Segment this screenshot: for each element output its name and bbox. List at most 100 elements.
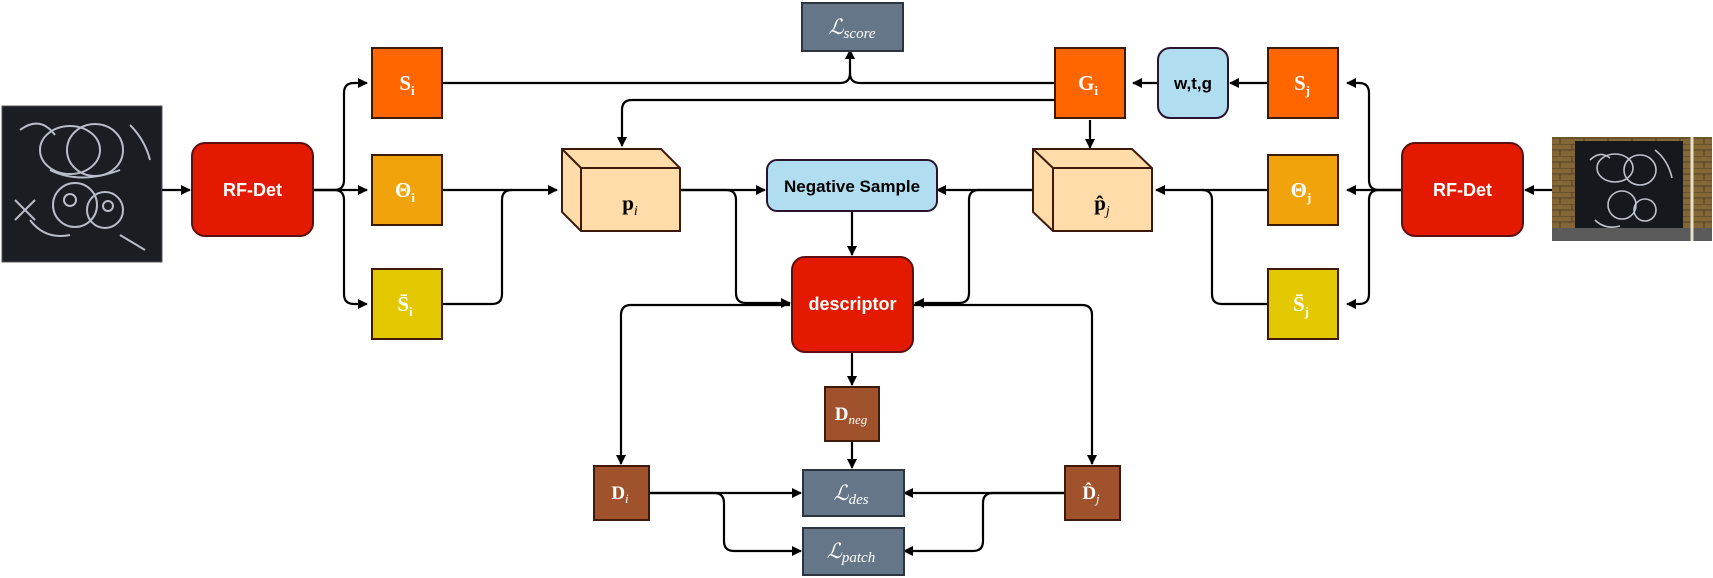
l-patch-box (802, 527, 905, 576)
edge-rfdet-to-sbar-j (1346, 188, 1402, 309)
descriptor-node: descriptor (791, 256, 914, 353)
negative-sample-box (766, 159, 938, 212)
theta-i-base: Θ (395, 178, 411, 202)
g-i-box (1054, 47, 1126, 119)
sbar-i-node: S̄i (371, 268, 443, 340)
rfdet-left-label: RF-Det (223, 180, 282, 200)
phat-j-node: p̂j (1032, 148, 1153, 232)
edge-descriptor-to-dhat-j (914, 303, 1097, 465)
edge-dhat-j-to-l-patch (903, 491, 1065, 556)
sbar-i-box (371, 268, 443, 340)
descriptor-box (791, 256, 914, 353)
d-i-sub: i (625, 491, 629, 506)
svg-text:pi: pi (622, 191, 638, 219)
dhat-j-base: D̂ (1082, 483, 1096, 504)
negative-sample-label: Negative Sample (784, 177, 920, 196)
sbar-j-box (1267, 268, 1339, 340)
right-input-image (1552, 137, 1712, 241)
d-i-node: Di (593, 465, 650, 521)
s-j-node: Sj (1267, 47, 1339, 119)
phat-j-base: p̂ (1094, 191, 1106, 215)
d-neg-base: D (835, 404, 849, 425)
s-i-node: Si (371, 47, 443, 119)
d-neg-box (824, 386, 880, 442)
phat-j-box (1032, 148, 1153, 232)
sbar-j-node: S̄j (1267, 268, 1339, 340)
s-i-base: S (399, 71, 411, 95)
phat-j-sub: j (1104, 204, 1110, 219)
d-neg-sub: neg (848, 412, 867, 427)
svg-text:ℒscore: ℒscore (828, 15, 875, 42)
rfdet-right-box (1401, 142, 1524, 237)
theta-j-node: Θj (1267, 154, 1339, 226)
edge-d-i-to-l-patch (650, 491, 802, 556)
s-j-sub: j (1305, 83, 1310, 98)
left-input-image (1, 105, 163, 263)
edge-g-i-to-p-i (617, 98, 1055, 147)
theta-i-box (371, 154, 443, 226)
sbar-j-sub: j (1304, 304, 1309, 319)
l-patch-sub: patch (841, 550, 875, 566)
dhat-j-node: D̂j (1064, 465, 1121, 521)
s-j-box (1267, 47, 1339, 119)
svg-text:Sj: Sj (1294, 71, 1310, 98)
negative-sample-node: Negative Sample (766, 159, 938, 212)
svg-text:Gi: Gi (1078, 71, 1098, 98)
g-i-node: Gi (1054, 47, 1126, 119)
g-i-sub: i (1094, 83, 1098, 98)
edge-rfdet-to-s-j (1346, 78, 1402, 192)
l-des-box (802, 469, 905, 517)
sbar-i-sub: i (409, 304, 413, 319)
s-i-sub: i (411, 83, 415, 98)
dhat-j-box (1064, 465, 1121, 521)
d-neg-node: Dneg (824, 386, 880, 442)
descriptor-label: descriptor (808, 294, 896, 314)
rfdet-left-node: RF-Det (191, 142, 314, 237)
s-i-box (371, 47, 443, 119)
theta-j-box (1267, 154, 1339, 226)
svg-text:Dneg: Dneg (835, 404, 868, 427)
dhat-j-sub: j (1094, 491, 1100, 506)
wtg-node: w,t,g (1157, 47, 1229, 119)
p-i-node: pi (561, 148, 681, 232)
theta-j-sub: j (1306, 190, 1311, 205)
svg-text:ℒdes: ℒdes (833, 481, 868, 508)
theta-i-sub: i (411, 190, 415, 205)
svg-text:S̄i: S̄i (397, 292, 413, 319)
l-des-base: ℒ (833, 481, 849, 505)
wtg-label: w,t,g (1173, 74, 1212, 93)
s-j-base: S (1294, 71, 1306, 95)
edge-sbar-j-to-phat-j (1201, 188, 1268, 306)
edge-rfdet-to-s-i (313, 78, 368, 192)
svg-text:Θi: Θi (395, 178, 415, 205)
sbar-i-base: S̄ (397, 292, 409, 316)
l-score-sub: score (844, 26, 876, 42)
p-i-box (561, 148, 681, 232)
edge-descriptor-to-d-i (616, 303, 790, 465)
rfdet-right-label: RF-Det (1433, 180, 1492, 200)
svg-text:D̂j: D̂j (1082, 483, 1100, 506)
edge-phat-j-to-descriptor (914, 188, 1033, 308)
edge-p-i-to-descriptor (680, 188, 791, 308)
sbar-j-base: S̄ (1293, 292, 1305, 316)
svg-text:S̄j: S̄j (1293, 292, 1309, 319)
rfdet-right-node: RF-Det (1401, 142, 1524, 237)
svg-text:Di: Di (611, 483, 629, 506)
g-i-base: G (1078, 71, 1094, 95)
d-i-base: D (611, 483, 625, 504)
l-patch-base: ℒ (827, 539, 843, 563)
svg-text:Θj: Θj (1291, 178, 1312, 205)
l-score-base: ℒ (828, 15, 844, 39)
p-i-base: p (622, 191, 634, 215)
p-i-sub: i (634, 204, 638, 219)
l-des-node: ℒdes (802, 469, 905, 517)
d-i-box (593, 465, 650, 521)
wtg-box (1157, 47, 1229, 119)
connectors (162, 49, 1552, 556)
theta-i-node: Θi (371, 154, 443, 226)
l-score-box (801, 2, 904, 52)
l-score-node: ℒscore (801, 2, 904, 52)
svg-text:ℒpatch: ℒpatch (827, 539, 875, 566)
l-des-sub: des (849, 492, 869, 508)
